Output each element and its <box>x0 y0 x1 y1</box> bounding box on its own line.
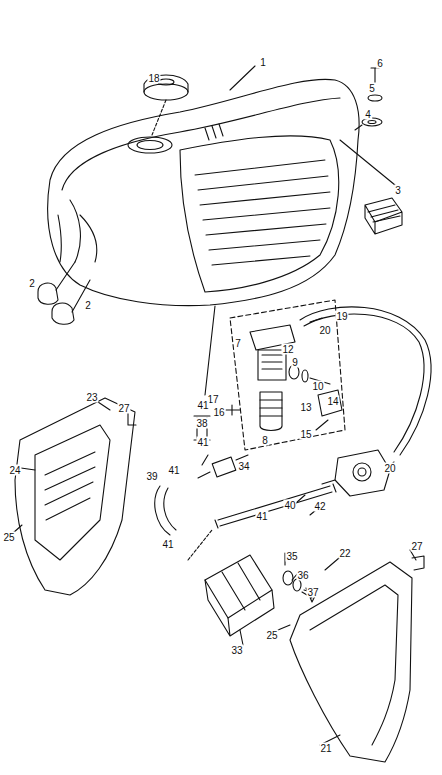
callout-number: 19 <box>335 311 348 322</box>
callout-number: 39 <box>145 471 158 482</box>
callout-number: 18 <box>147 73 160 84</box>
callout-number: 41 <box>196 400 209 411</box>
callout-number: 25 <box>2 532 15 543</box>
callout-number: 20 <box>383 463 396 474</box>
callout-number: 22 <box>338 548 351 559</box>
callout-number: 9 <box>291 357 299 368</box>
callout-number: 5 <box>368 83 376 94</box>
callout-number: 10 <box>311 381 324 392</box>
callout-number: 36 <box>296 570 309 581</box>
callout-number: 6 <box>376 58 384 69</box>
callout-number: 27 <box>117 403 130 414</box>
callout-number: 2 <box>28 278 36 289</box>
callout-number: 3 <box>394 185 402 196</box>
callout-number: 27 <box>410 541 423 552</box>
callout-number: 13 <box>299 402 312 413</box>
callout-number: 41 <box>161 539 174 550</box>
callout-number: 7 <box>234 338 242 349</box>
callout-number: 21 <box>319 743 332 754</box>
callout-number: 40 <box>283 500 296 511</box>
callout-number: 24 <box>8 465 21 476</box>
callout-number: 14 <box>326 396 339 407</box>
callout-number: 38 <box>195 418 208 429</box>
callout-number: 37 <box>306 587 319 598</box>
callout-number: 15 <box>299 429 312 440</box>
callout-number: 2 <box>84 300 92 311</box>
callout-number: 41 <box>167 465 180 476</box>
callout-number: 25 <box>265 630 278 641</box>
callout-number: 12 <box>281 344 294 355</box>
callout-number: 4 <box>364 109 372 120</box>
callout-number: 41 <box>255 511 268 522</box>
callout-number: 35 <box>285 551 298 562</box>
callout-number: 16 <box>212 407 225 418</box>
callout-number: 34 <box>237 461 250 472</box>
callout-number: 20 <box>318 325 331 336</box>
callout-number: 41 <box>196 437 209 448</box>
callout-number: 1 <box>259 57 267 68</box>
callout-number: 8 <box>261 435 269 446</box>
callout-number: 42 <box>313 501 326 512</box>
callout-number: 23 <box>85 392 98 403</box>
callout-number: 33 <box>230 645 243 656</box>
